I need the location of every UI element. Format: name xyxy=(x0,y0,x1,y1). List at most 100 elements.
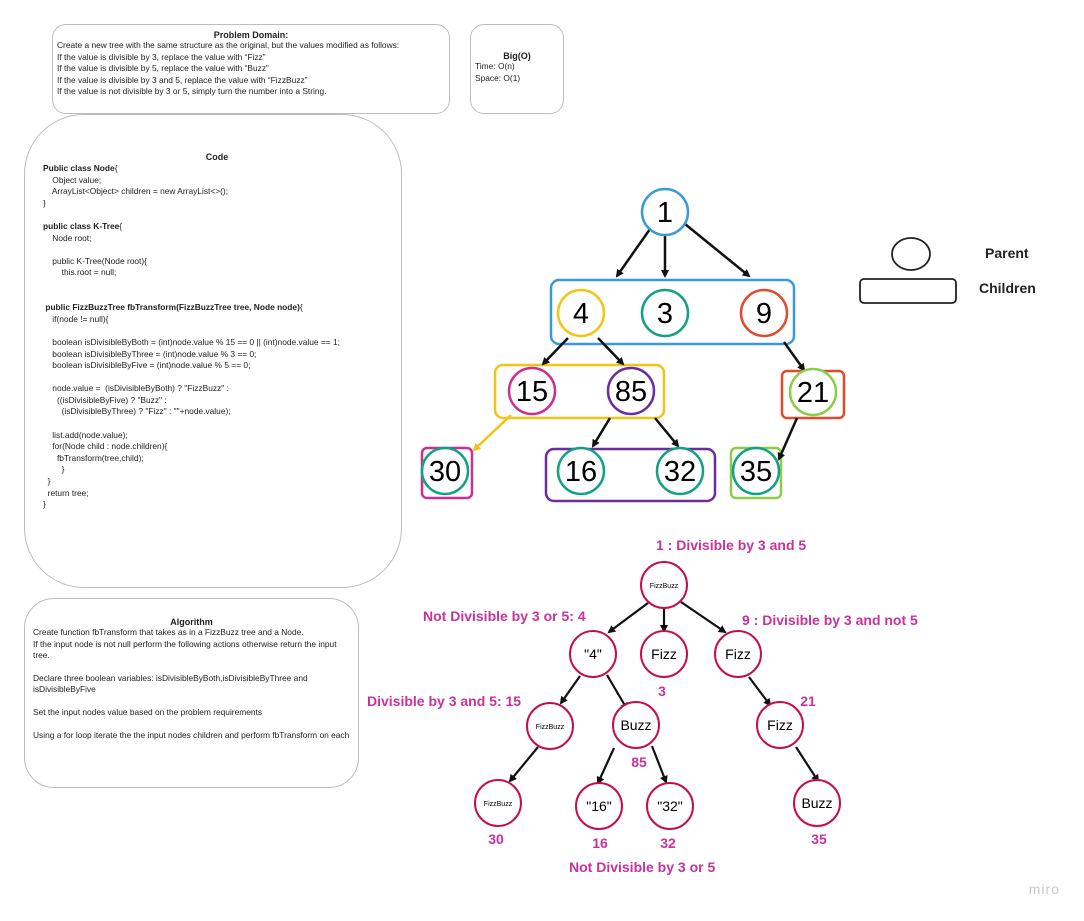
tree-node: 35 xyxy=(731,446,781,496)
problem-line: Create a new tree with the same structur… xyxy=(57,40,400,50)
output-node: "32" xyxy=(646,782,694,830)
code-line: ((isDivisibleByFive) ? "Buzz" : xyxy=(43,394,167,405)
tree-node: 21 xyxy=(788,367,838,417)
tree-node: 4 xyxy=(556,288,606,338)
code-line: boolean isDivisibleByFive = (int)node.va… xyxy=(43,360,251,371)
svg-text:"4": "4" xyxy=(584,646,602,662)
value-label: 30 xyxy=(488,831,504,847)
value-label: 35 xyxy=(811,831,827,847)
annotation-four: Not Divisible by 3 or 5: 4 xyxy=(423,608,586,624)
code-line: ArrayList<Object> children = new ArrayLi… xyxy=(43,186,229,197)
svg-text:32: 32 xyxy=(664,456,696,488)
value-label: 16 xyxy=(592,835,608,851)
value-label: 3 xyxy=(658,683,666,699)
code-block: Public class Node{ Object value; ArrayLi… xyxy=(43,163,391,511)
edge xyxy=(777,417,799,461)
algorithm-title: Algorithm xyxy=(170,617,213,627)
output-node: Fizz xyxy=(756,701,804,749)
edge xyxy=(559,675,581,705)
problem-domain-title: Problem Domain: xyxy=(213,30,289,40)
edge xyxy=(591,417,612,448)
code-line: public FizzBuzzTree fbTransform(FizzBuzz… xyxy=(43,302,303,313)
edge xyxy=(654,417,680,448)
code-line: if(node != null){ xyxy=(43,313,109,324)
code-line: node.value = (isDivisibleByBoth) ? "Fizz… xyxy=(43,383,229,394)
output-node: FizzBuzz xyxy=(474,779,522,827)
edge xyxy=(684,223,751,278)
svg-text:"32": "32" xyxy=(657,798,683,814)
edge xyxy=(541,337,569,366)
algorithm-paragraph: Set the input nodes value based on the p… xyxy=(33,706,263,717)
output-node: Buzz xyxy=(793,779,841,827)
legend-children-shape xyxy=(859,278,957,304)
svg-text:Buzz: Buzz xyxy=(620,717,651,733)
algorithm-paragraph: Declare three boolean variables: isDivis… xyxy=(33,672,308,695)
svg-text:Fizz: Fizz xyxy=(767,717,793,733)
svg-text:1: 1 xyxy=(657,197,673,229)
tree-node: 3 xyxy=(640,288,690,338)
code-line: fbTransform(tree,child); xyxy=(43,452,144,463)
code-card: Code Public class Node{ Object value; Ar… xyxy=(24,114,402,588)
output-node: Buzz xyxy=(612,701,660,749)
code-line: } xyxy=(43,499,46,510)
edge xyxy=(748,676,772,707)
edge xyxy=(680,601,727,634)
svg-text:85: 85 xyxy=(615,376,647,408)
edge xyxy=(597,337,625,366)
svg-text:FizzBuzz: FizzBuzz xyxy=(650,583,679,590)
output-node: Fizz xyxy=(714,630,762,678)
output-node: "4" xyxy=(569,630,617,678)
code-line: list.add(node.value); xyxy=(43,429,128,440)
problem-line: If the value is divisible by 3 and 5, re… xyxy=(57,74,308,85)
output-node: "16" xyxy=(575,782,623,830)
code-line: (isDivisibleByThree) ? "Fizz" : ""+node.… xyxy=(43,406,231,417)
edge xyxy=(607,602,649,634)
code-line: public K-Tree(Node root){ xyxy=(43,255,147,266)
big-o-time: Time: O(n) xyxy=(475,61,515,71)
svg-text:15: 15 xyxy=(516,376,548,408)
legend-parent-shape xyxy=(891,237,931,271)
big-o-space: Space: O(1) xyxy=(475,72,521,83)
code-line: for(Node child : node.children){ xyxy=(43,441,168,452)
svg-text:35: 35 xyxy=(740,456,772,488)
tree-node: 85 xyxy=(606,366,656,416)
edge xyxy=(596,747,616,785)
code-line: return tree; xyxy=(43,487,89,498)
svg-text:30: 30 xyxy=(429,456,461,488)
code-line: Public class Node{ xyxy=(43,163,118,173)
miro-watermark: miro xyxy=(1028,881,1060,897)
svg-text:16: 16 xyxy=(565,456,597,488)
code-line: Node root; xyxy=(43,232,92,243)
edge xyxy=(650,745,668,784)
annotation-root: 1 : Divisible by 3 and 5 xyxy=(656,537,806,553)
svg-text:9: 9 xyxy=(756,298,772,330)
big-o-title: Big(O) xyxy=(503,51,531,61)
algorithm-paragraph: Create function fbTransform that takes a… xyxy=(33,627,337,661)
value-label: 32 xyxy=(660,835,676,851)
code-line: } xyxy=(43,197,46,208)
edge xyxy=(795,746,820,783)
tree-node: 32 xyxy=(655,446,705,496)
code-line: boolean isDivisibleByBoth = (int)node.va… xyxy=(43,336,340,347)
algorithm-card: Algorithm Create function fbTransform th… xyxy=(24,598,359,788)
edge xyxy=(508,746,539,783)
problem-domain-card: Problem Domain: Create a new tree with t… xyxy=(52,24,450,114)
svg-text:Fizz: Fizz xyxy=(651,646,677,662)
annotation-bottom: Not Divisible by 3 or 5 xyxy=(569,859,715,875)
output-node: FizzBuzz xyxy=(640,561,688,609)
algorithm-paragraph: Using a for loop iterate the the input n… xyxy=(33,729,350,740)
legend-parent-label: Parent xyxy=(985,245,1029,261)
code-line: boolean isDivisibleByThree = (int)node.v… xyxy=(43,348,257,359)
tree-node: 16 xyxy=(556,446,606,496)
big-o-card: Big(O) Time: O(n) Space: O(1) xyxy=(470,24,564,114)
problem-line: If the value is divisible by 5, replace … xyxy=(57,63,269,74)
children-box-yellow xyxy=(493,363,666,420)
legend-children-label: Children xyxy=(979,280,1036,296)
svg-text:21: 21 xyxy=(797,377,829,409)
tree-node: 9 xyxy=(739,288,789,338)
output-node: FizzBuzz xyxy=(526,702,574,750)
output-node: Fizz xyxy=(640,630,688,678)
annotation-fifteen: Divisible by 3 and 5: 15 xyxy=(367,693,521,709)
problem-line: If the value is divisible by 3, replace … xyxy=(57,51,266,62)
